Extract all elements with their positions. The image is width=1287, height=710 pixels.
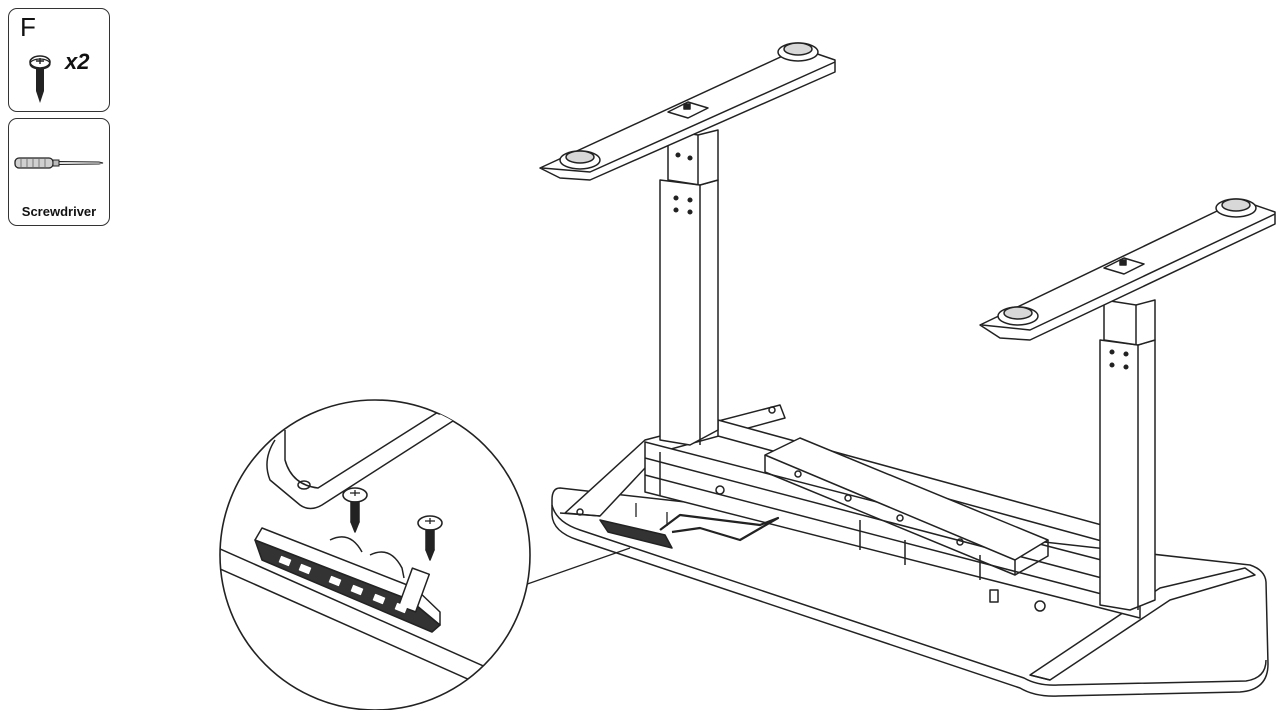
- right-top-foot: [979, 198, 1276, 341]
- screw-detail-1: [342, 487, 368, 533]
- right-leg-column: [1099, 299, 1156, 611]
- part-letter: F: [20, 12, 36, 42]
- tool-label: Screwdriver: [21, 204, 97, 219]
- left-leg-column: [659, 129, 719, 446]
- tools-panel: Screwdriver: [8, 118, 110, 226]
- controller-cable: [659, 513, 780, 542]
- left-top-foot: [539, 42, 836, 181]
- screwdriver-icon: [14, 157, 104, 169]
- callout-leader-line: [515, 547, 631, 589]
- hand-controller: [599, 503, 673, 549]
- part-f-panel: F x2: [8, 8, 110, 112]
- screw-detail-2: [417, 515, 443, 561]
- part-quantity: x2: [65, 49, 90, 74]
- detail-magnifier: [219, 399, 531, 710]
- right-end-bracket: [1029, 567, 1256, 681]
- control-box: [764, 437, 1049, 576]
- screw-icon: [29, 55, 51, 103]
